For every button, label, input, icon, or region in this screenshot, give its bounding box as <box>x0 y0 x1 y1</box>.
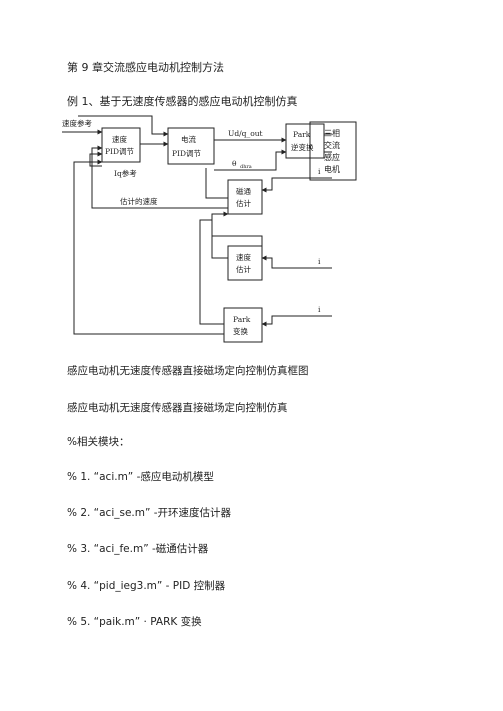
speed-estimator-block <box>227 245 263 281</box>
park-line2: 变换 <box>233 326 248 336</box>
theta-subscript: dhra <box>240 164 252 170</box>
park-inverse-line2: 逆变换 <box>291 142 314 152</box>
motor-block <box>309 121 357 181</box>
example-title: 例 1、基于无速度传感器的感应电动机控制仿真 <box>67 95 298 108</box>
flux-est-line1: 磁通 <box>236 186 251 196</box>
speed-pid-block <box>101 127 141 163</box>
speed-pid-line1: 速度 <box>112 134 127 144</box>
motor-line1: 三相 <box>324 128 340 138</box>
current-pid-block <box>167 127 215 165</box>
park-line1: Park <box>233 315 251 324</box>
i-label-flux: i <box>318 167 321 176</box>
motor-block-svg: 三相 交流 感应 电机 <box>309 121 357 181</box>
park-inverse-line1: Park <box>293 130 311 139</box>
i-label-speed: i <box>318 257 321 266</box>
modules-header: %相关模块： <box>67 436 130 448</box>
flux-estimator-block <box>227 179 263 215</box>
motor-line4: 电机 <box>324 164 340 174</box>
motor-line3: 感应 <box>324 152 340 162</box>
flux-est-line2: 估计 <box>236 198 251 208</box>
module-item: % 1. “aci.m” -感应电动机模型 <box>67 471 214 483</box>
speed-ref-label: 速度参考 <box>62 118 92 128</box>
current-pid-line1: 电流 <box>181 134 196 144</box>
module-item: % 3. “aci_fe.m” -磁通估计器 <box>67 543 209 555</box>
park-transform-block <box>223 307 263 343</box>
block-diagram: 速度参考 Iq参考 速度 PID调节 电流 PID调节 Ud/q_out θ d… <box>62 115 332 343</box>
motor-line2: 交流 <box>324 140 340 150</box>
i-label-park: i <box>318 305 321 314</box>
iq-ref-label: Iq参考 <box>114 168 137 178</box>
chapter-title: 第 9 章交流感应电动机控制方法 <box>67 61 224 74</box>
speed-pid-line2: PID调节 <box>105 147 135 156</box>
module-item: % 4. “pid_ieg3.m” - PID 控制器 <box>67 580 226 592</box>
theta-label: θ <box>232 159 237 168</box>
ud-uq-out-label: Ud/q_out <box>228 129 263 138</box>
module-item: % 5. “paik.m” · PARK 变换 <box>67 616 202 628</box>
module-item: % 2. “aci_se.m” -开环速度估计器 <box>67 507 232 519</box>
figure-caption: 感应电动机无速度传感器直接磁场定向控制仿真框图 <box>67 365 309 377</box>
speed-est-line2: 估计 <box>236 264 251 274</box>
current-pid-line2: PID调节 <box>172 149 202 158</box>
section-heading: 感应电动机无速度传感器直接磁场定向控制仿真 <box>67 402 288 414</box>
speed-est-line1: 速度 <box>236 252 251 262</box>
estimated-speed-label: 估计的速度 <box>120 196 158 206</box>
